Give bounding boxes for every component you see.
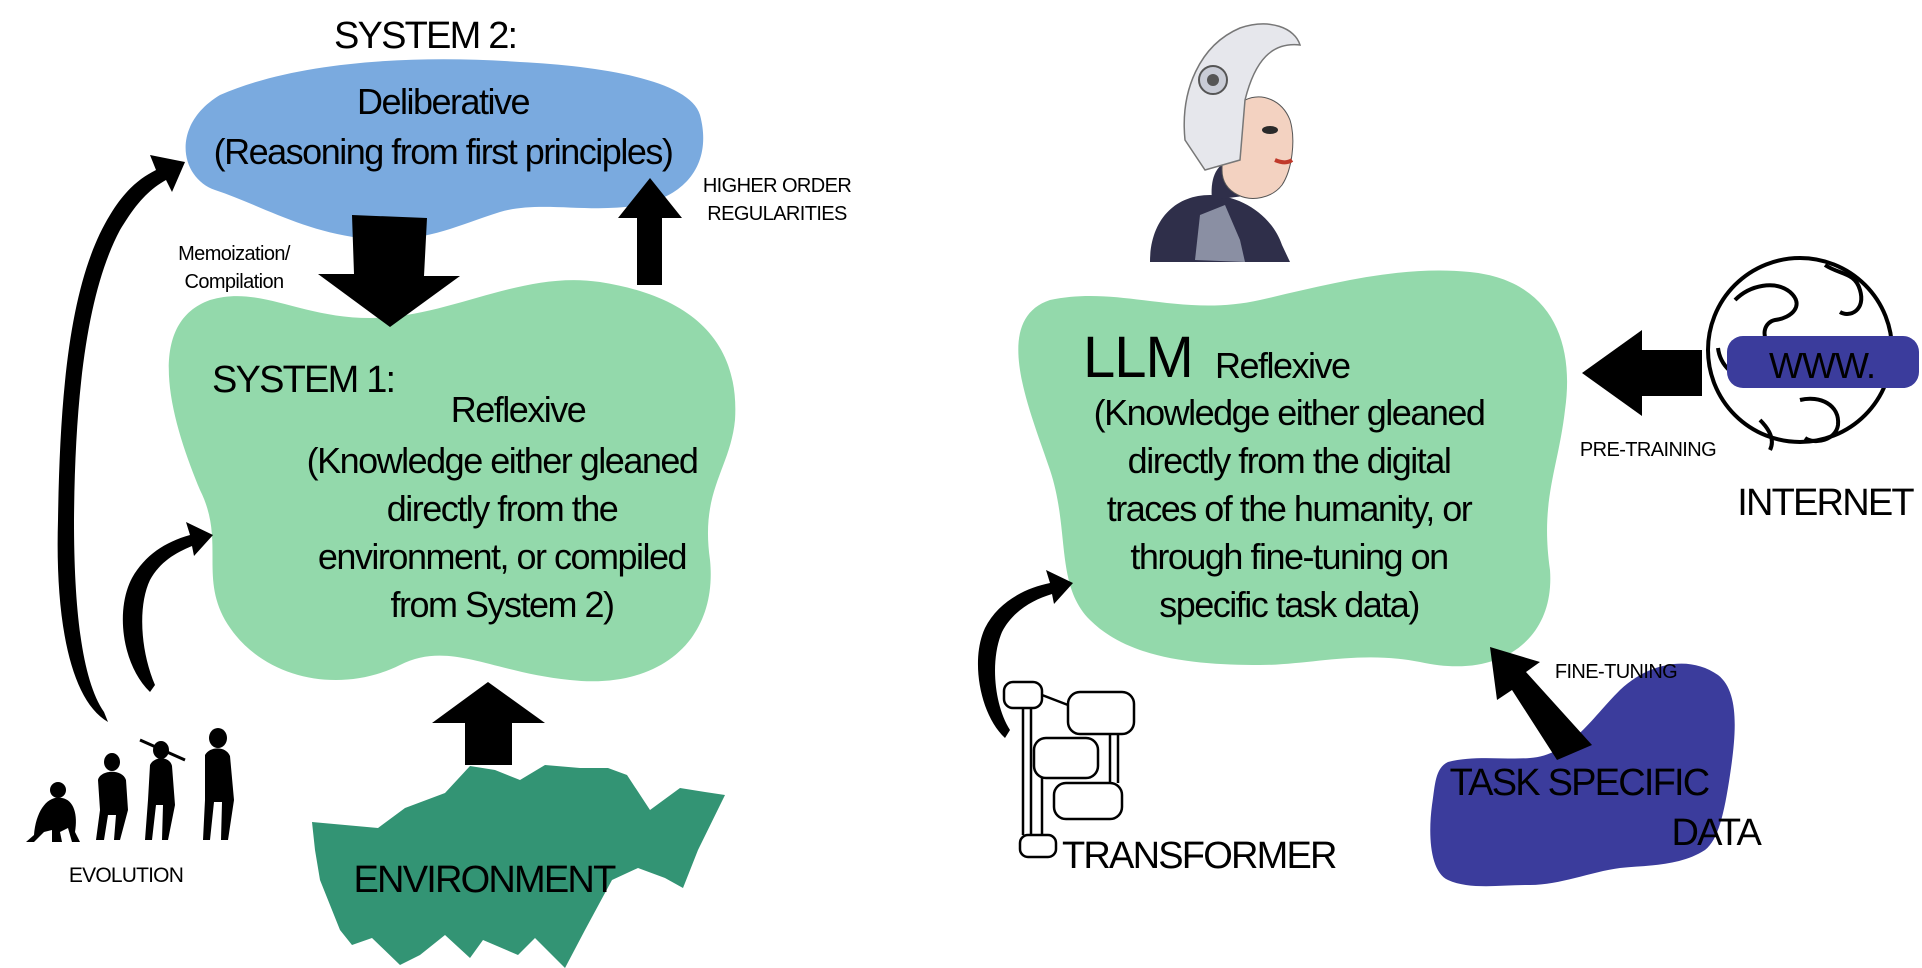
- memoization-arrow: [318, 215, 460, 327]
- task-data-label-line2: DATA: [1671, 812, 1762, 854]
- system2-blob: [185, 59, 704, 240]
- higher-order-arrow: [618, 178, 682, 285]
- transformer-label: TRANSFORMER: [1062, 835, 1336, 877]
- www-bar: [1727, 336, 1919, 388]
- system1-blob: [168, 280, 736, 682]
- system2-title: SYSTEM 2:: [334, 15, 516, 57]
- system1-desc-line2: directly from the: [387, 488, 618, 529]
- internet-label: INTERNET: [1737, 482, 1914, 524]
- right-panel: [977, 23, 1919, 887]
- environment-shape: [312, 765, 725, 968]
- system2-name: Deliberative: [357, 81, 530, 122]
- right-labels: LLM Reflexive (Knowledge either gleaned …: [1062, 325, 1916, 877]
- pretraining-label: PRE-TRAINING: [1580, 439, 1716, 461]
- environment-arrow: [432, 682, 545, 765]
- www-label: WWW.: [1769, 345, 1875, 386]
- memoization-label-line2: Compilation: [184, 271, 283, 293]
- memoization-label-line1: Memoization/: [178, 243, 291, 265]
- higher-order-label-line1: HIGHER ORDER: [703, 175, 852, 197]
- pretraining-arrow: [1582, 330, 1702, 416]
- evolution-silhouettes-icon: [26, 728, 234, 842]
- evolution-to-system2-arrow: [57, 155, 185, 722]
- transformer-diagram-icon: [1002, 680, 1136, 859]
- system1-desc-line3: environment, or compiled: [318, 536, 686, 577]
- transformer-arrow: [977, 570, 1073, 738]
- llm-desc-line4: through fine-tuning on: [1130, 536, 1447, 577]
- llm-title: LLM: [1083, 325, 1193, 390]
- llm-desc-line3: traces of the humanity, or: [1107, 488, 1473, 529]
- llm-blob: [1018, 270, 1568, 667]
- system1-name: Reflexive: [451, 389, 586, 430]
- task-data-label-line1: TASK SPECIFIC: [1450, 762, 1709, 804]
- evolution-label: EVOLUTION: [69, 864, 183, 887]
- finetuning-arrow: [1490, 647, 1592, 760]
- system1-desc-line1: (Knowledge either gleaned: [307, 440, 698, 481]
- llm-desc-line1: (Knowledge either gleaned: [1094, 392, 1485, 433]
- system2-description: (Reasoning from first principles): [214, 131, 673, 172]
- environment-label: ENVIRONMENT: [354, 859, 617, 901]
- llm-desc-line2: directly from the digital: [1128, 440, 1451, 481]
- higher-order-label-line2: REGULARITIES: [707, 203, 847, 225]
- finetuning-label: FINE-TUNING: [1555, 661, 1677, 683]
- left-panel: [26, 59, 736, 968]
- evolution-to-system1-arrow: [122, 522, 213, 692]
- robot-figure-icon: [1150, 23, 1302, 262]
- task-data-blob: [1430, 663, 1735, 887]
- system1-desc-line4: from System 2): [390, 584, 613, 625]
- left-labels: SYSTEM 2: Deliberative (Reasoning from f…: [69, 15, 852, 901]
- llm-name: Reflexive: [1215, 345, 1350, 386]
- llm-desc-line5: specific task data): [1159, 584, 1419, 625]
- system1-title: SYSTEM 1:: [212, 359, 394, 401]
